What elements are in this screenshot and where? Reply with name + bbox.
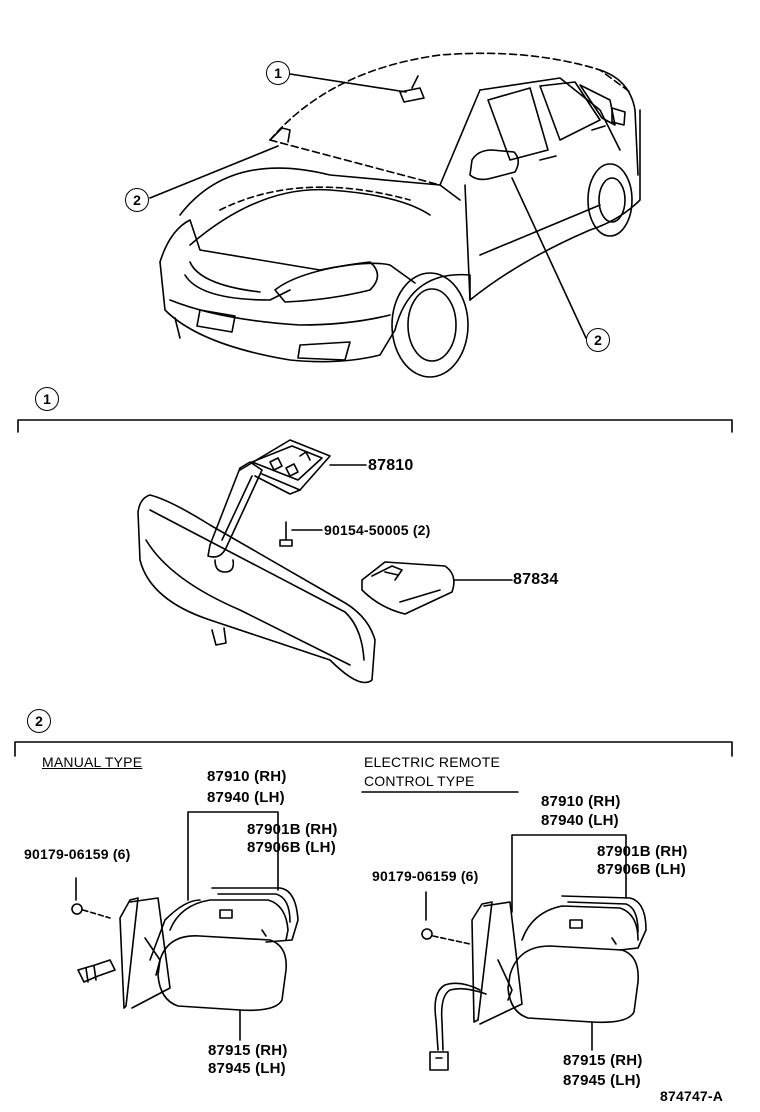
electric-screw: 90179-06159 (6) <box>372 868 479 884</box>
electric-cover-rh: 87901B (RH) <box>597 843 688 860</box>
manual-assy-lh: 87940 (LH) <box>207 789 285 806</box>
manual-glass-rh: 87915 (RH) <box>208 1042 288 1059</box>
manual-outer-mirror-illustration <box>71 811 299 1041</box>
manual-assy-rh: 87910 (RH) <box>207 768 287 785</box>
electric-type-title-line2: CONTROL TYPE <box>364 773 475 789</box>
electric-glass-lh: 87945 (LH) <box>563 1072 641 1089</box>
electric-glass-rh: 87915 (RH) <box>563 1052 643 1069</box>
figure-id: 874747-A <box>660 1088 724 1104</box>
electric-assy-lh: 87940 (LH) <box>541 812 619 829</box>
electric-type-title-line1: ELECTRIC REMOTE <box>364 754 501 770</box>
manual-cover-lh: 87906B (LH) <box>247 839 336 856</box>
section-2-number: 2 <box>27 709 51 733</box>
part-label-screw: 90154-50005 (2) <box>324 522 431 538</box>
manual-screw: 90179-06159 (6) <box>24 846 131 862</box>
part-label-bracket: 87810 <box>368 457 414 474</box>
callout-2-car-left: 2 <box>125 188 149 212</box>
part-label-cover: 87834 <box>513 571 559 588</box>
manual-type-title: MANUAL TYPE <box>42 754 143 770</box>
car-illustration <box>159 52 641 378</box>
section-1-number: 1 <box>35 387 59 411</box>
manual-glass-lh: 87945 (LH) <box>208 1060 286 1077</box>
inner-mirror-illustration <box>137 439 513 684</box>
electric-cover-lh: 87906B (LH) <box>597 861 686 878</box>
electric-assy-rh: 87910 (RH) <box>541 793 621 810</box>
manual-cover-rh: 87901B (RH) <box>247 821 338 838</box>
callout-1-car: 1 <box>266 61 290 85</box>
callout-2-car-right: 2 <box>586 328 610 352</box>
electric-outer-mirror-illustration <box>421 834 647 1071</box>
